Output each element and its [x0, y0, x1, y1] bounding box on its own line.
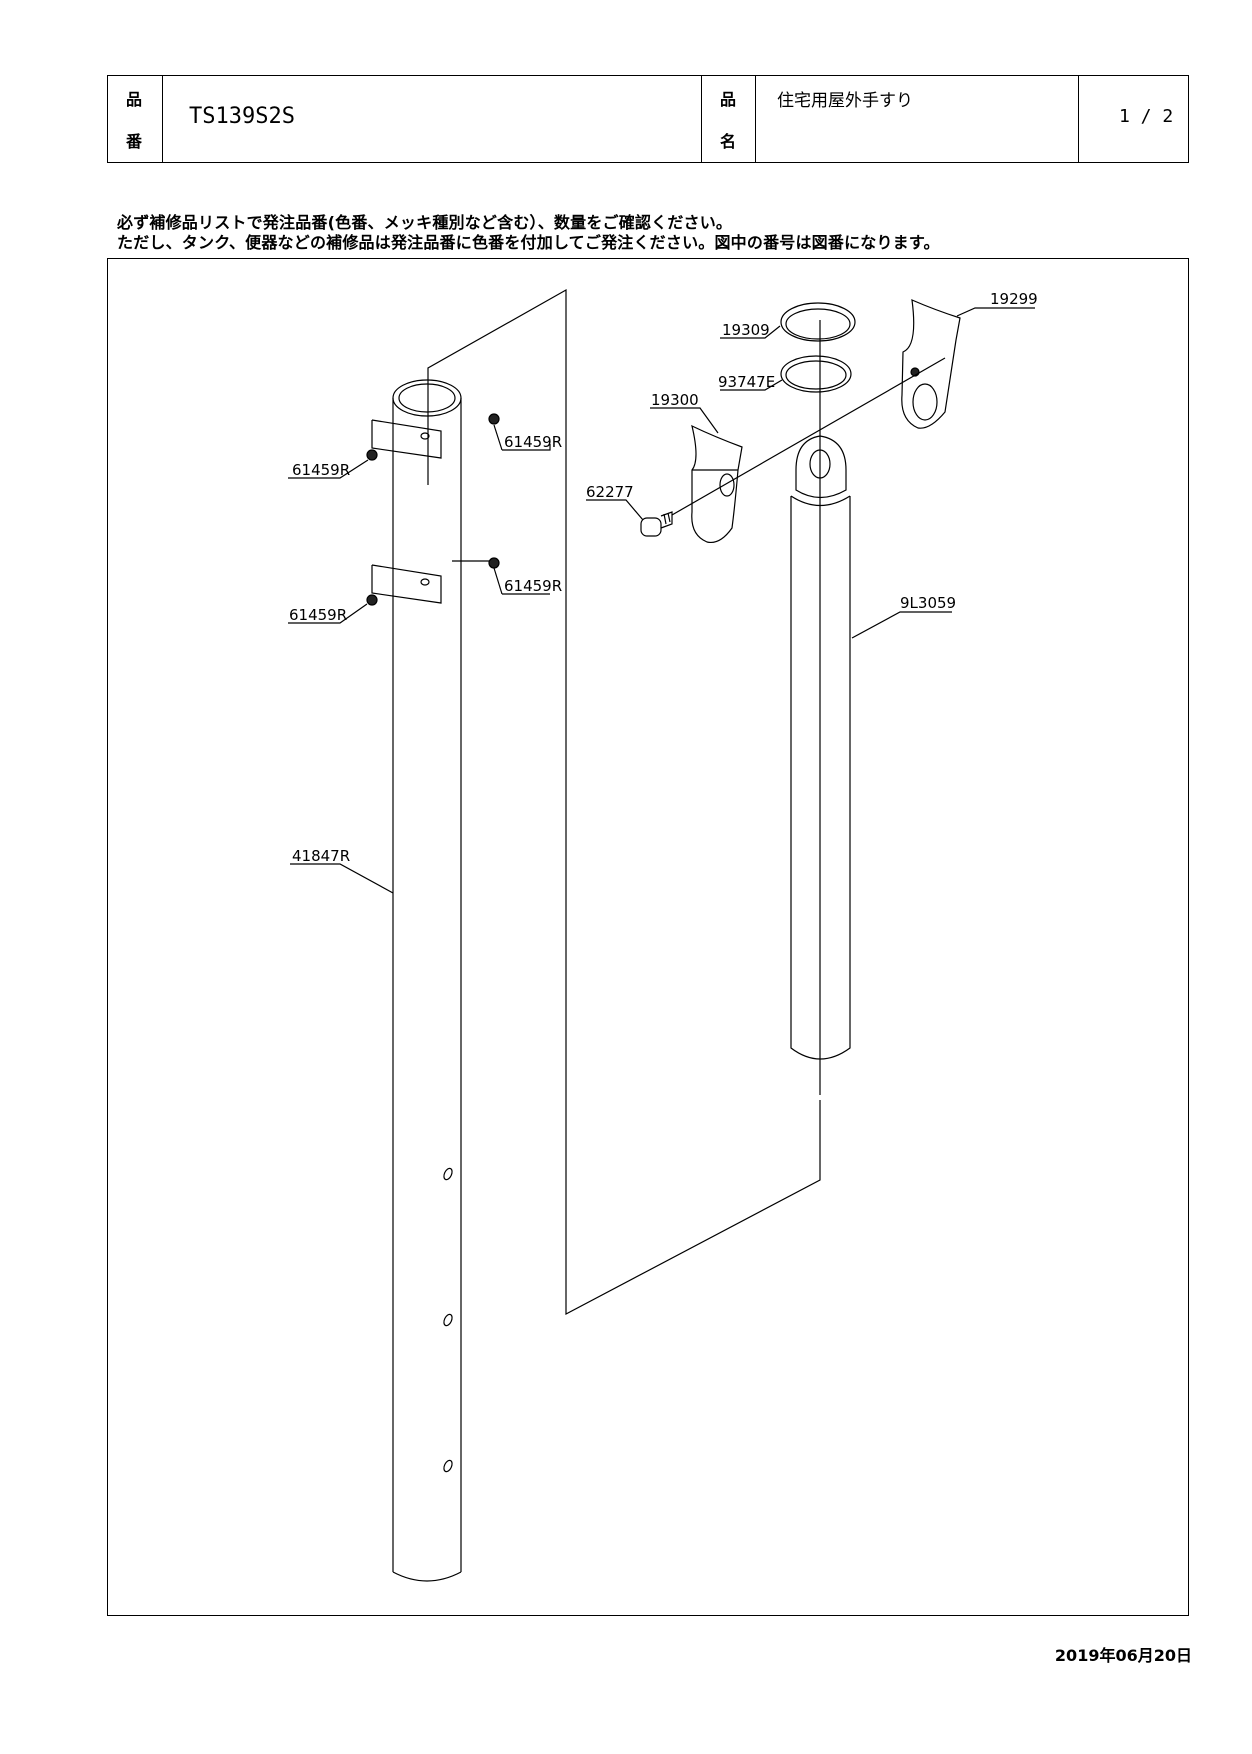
hinmei-label-bottom: 名	[720, 132, 737, 151]
note-line-1: 必ず補修品リストで発注品番(色番、メッキ種別など含む）、数量をご確認ください。	[117, 213, 733, 232]
label-19300: 19300	[651, 391, 699, 409]
ring-19309	[780, 302, 856, 342]
bolt-axis-line	[671, 357, 946, 516]
label-19299: 19299	[990, 290, 1038, 308]
label-61459R-d: 61459R	[504, 577, 562, 595]
setscrew-icon-b	[488, 413, 500, 425]
issue-date: 2019年06月20日	[1054, 1646, 1192, 1665]
hinban-label-top: 品	[126, 90, 143, 109]
hinban-label-cell: 品 番	[108, 76, 162, 162]
hinban-label-bottom: 番	[126, 132, 143, 151]
bracket-19300	[691, 424, 743, 544]
pipe-41847R	[392, 379, 462, 1582]
label-41847R: 41847R	[292, 847, 350, 865]
page-number: 1 / 2	[1119, 106, 1174, 127]
setscrew-icon-d	[488, 557, 500, 569]
label-93747E: 93747E	[718, 373, 775, 391]
product-code-cell: TS139S2S	[162, 76, 701, 162]
page-cell: 1 / 2	[1078, 76, 1188, 162]
label-62277: 62277	[586, 483, 634, 501]
product-name-cell: 住宅用屋外手すり	[755, 76, 1178, 162]
product-name: 住宅用屋外手すり	[777, 91, 913, 111]
bar-9L3059	[790, 435, 851, 1060]
ring-93747E	[780, 355, 852, 393]
product-code: TS139S2S	[189, 104, 295, 129]
drawing-frame	[107, 258, 1189, 1616]
screw-62277	[640, 511, 673, 537]
title-block: 品 番 TS139S2S 品 名 住宅用屋外手すり 1 / 2	[107, 75, 1189, 163]
hinmei-label-top: 品	[720, 90, 737, 109]
hinmei-label-cell: 品 名	[701, 76, 755, 162]
setscrew-icon-c	[366, 594, 378, 606]
label-9L3059: 9L3059	[900, 594, 956, 612]
assembly-plane-left	[427, 288, 821, 1315]
lower-hole-plane	[371, 560, 490, 604]
setscrew-icon-a	[366, 449, 378, 461]
label-61459R-b: 61459R	[504, 433, 562, 451]
label-61459R-a: 61459R	[292, 461, 350, 479]
label-61459R-c: 61459R	[289, 606, 347, 624]
leader-lines	[288, 307, 1035, 894]
upper-hole-plane	[371, 419, 442, 459]
note-line-2: ただし、タンク、便器などの補修品は発注品番に色番を付加してご発注ください。図中の…	[117, 233, 940, 252]
label-19309: 19309	[722, 321, 770, 339]
bracket-19299	[901, 299, 961, 429]
